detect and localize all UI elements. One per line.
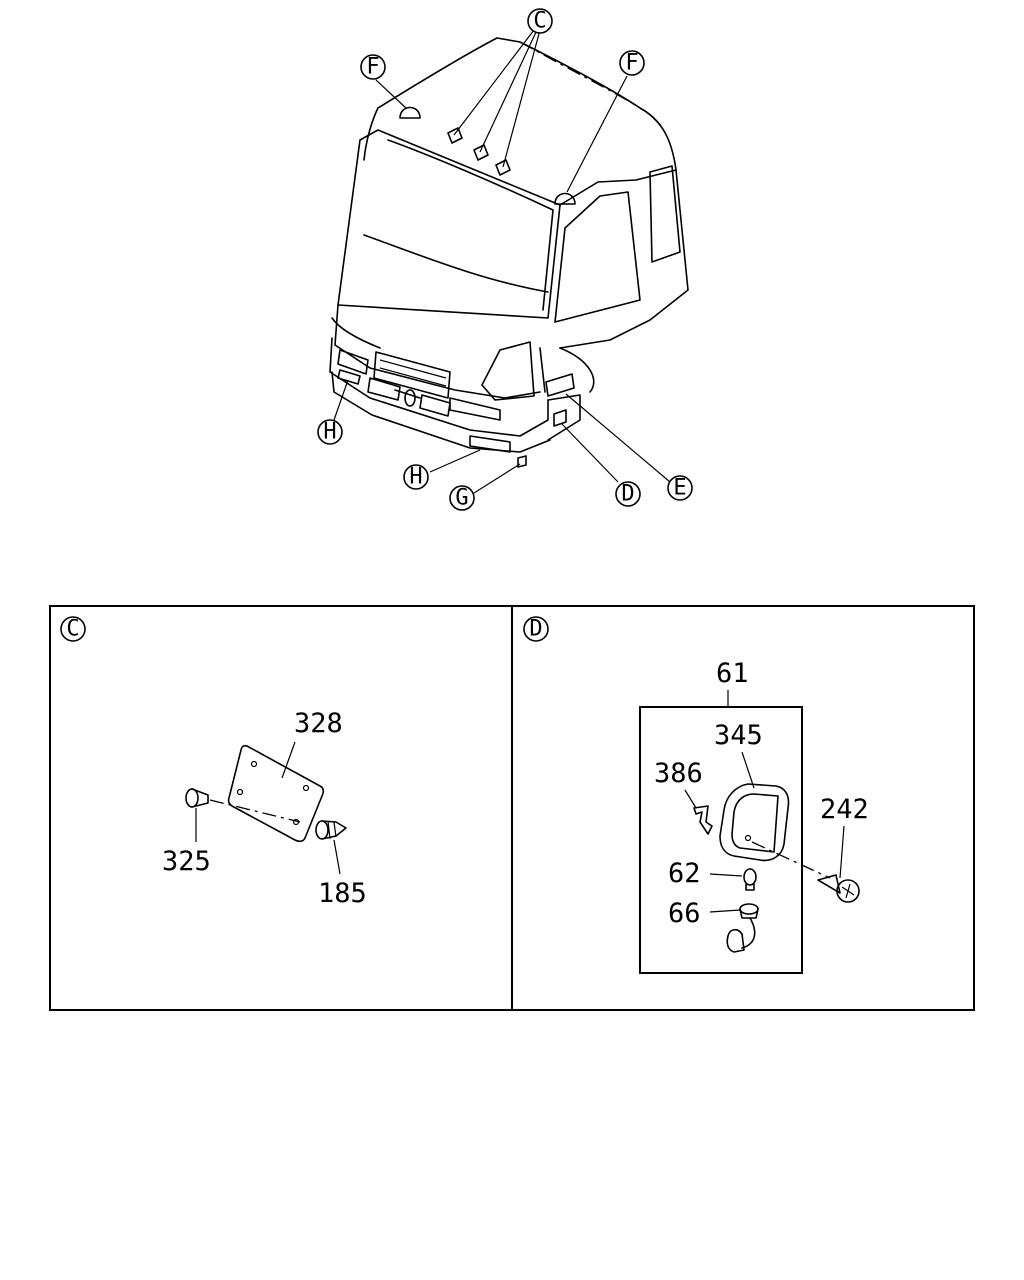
leader-62	[709, 873, 743, 877]
callout-h-left: H	[317, 419, 343, 445]
panel-d-tag: D	[523, 616, 549, 642]
leader-386	[684, 789, 697, 809]
leader-185	[333, 839, 341, 875]
svg-text:D: D	[621, 482, 634, 507]
callout-f-left: F	[360, 54, 386, 80]
leader-242	[839, 825, 845, 879]
leader-328	[281, 741, 296, 779]
svg-text:C: C	[66, 617, 79, 642]
svg-text:F: F	[625, 51, 638, 76]
svg-text:H: H	[409, 465, 422, 490]
panel-c-parts-illustration	[185, 744, 347, 843]
svg-text:E: E	[673, 476, 686, 501]
svg-text:H: H	[323, 420, 336, 445]
callout-e: E	[667, 475, 693, 501]
svg-text:D: D	[529, 617, 542, 642]
svg-text:F: F	[366, 55, 379, 80]
label-66: 66	[668, 898, 701, 929]
callout-d: D	[615, 481, 641, 507]
callout-c: C	[527, 8, 553, 34]
label-61: 61	[716, 658, 749, 689]
svg-text:C: C	[533, 9, 546, 34]
label-328: 328	[294, 708, 343, 739]
label-325: 325	[162, 846, 211, 877]
label-386: 386	[654, 758, 703, 789]
panel-d-parts-illustration	[693, 783, 860, 953]
svg-text:G: G	[455, 486, 468, 511]
label-242: 242	[820, 794, 869, 825]
assembly-61-box	[639, 706, 803, 974]
label-62: 62	[668, 858, 701, 889]
leader-345	[741, 751, 755, 789]
label-345: 345	[714, 720, 763, 751]
leader-lines	[333, 29, 671, 494]
callout-h-bottom: H	[403, 464, 429, 490]
callout-f-right: F	[619, 50, 645, 76]
callout-g: G	[449, 485, 475, 511]
leader-66	[709, 909, 741, 913]
label-185: 185	[318, 878, 367, 909]
truck-cab-illustration	[329, 37, 689, 468]
panel-c-tag: C	[60, 616, 86, 642]
